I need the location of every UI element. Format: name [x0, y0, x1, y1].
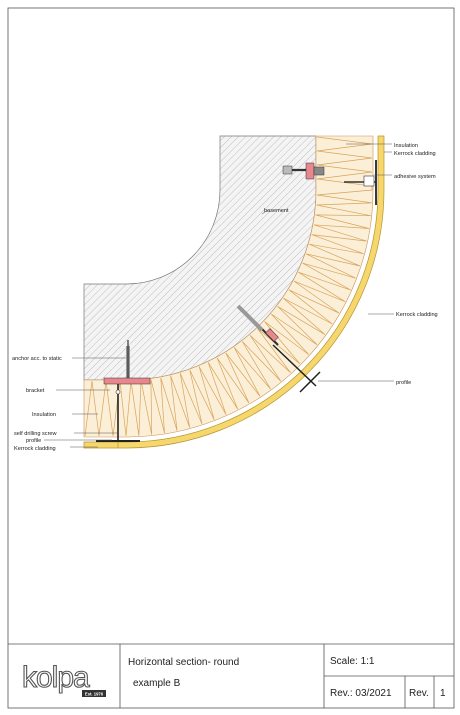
kolpa-logo: kolpa Est. 1976	[21, 660, 106, 697]
label-insulation-left: Insulation	[32, 412, 56, 418]
adhesive-fixing	[344, 160, 377, 205]
drawing-title: Horizontal section- round	[128, 657, 239, 668]
fixing-left	[96, 340, 151, 442]
kerrock-cladding	[83, 135, 385, 449]
leader-lines	[44, 143, 394, 448]
scale-text: Scale: 1:1	[330, 656, 375, 667]
label-profile-right: profile	[396, 380, 411, 386]
label-basement: basement	[264, 208, 289, 214]
label-bracket: bracket	[26, 388, 45, 394]
revision-number: 1	[440, 688, 446, 699]
logo-text: kolpa	[22, 661, 90, 694]
label-profile-left: profile	[26, 438, 41, 444]
insulation-zigzag	[84, 136, 373, 437]
label-adhesive-system: adhesive system	[394, 174, 436, 180]
label-kerrock-left: Kerrock cladding	[14, 446, 56, 452]
revision-date: Rev.: 03/2021	[330, 688, 392, 699]
fixing-top	[282, 162, 325, 180]
label-kerrock-right: Kerrock cladding	[396, 312, 438, 318]
drawing-subtitle: example B	[133, 678, 181, 689]
label-self-drilling-screw: self drilling screw	[14, 431, 58, 437]
insulation-layer	[83, 135, 374, 438]
label-insulation-top: Insulation	[394, 143, 418, 149]
logo-est: Est. 1976	[85, 692, 104, 697]
label-kerrock-top: Kerrock cladding	[394, 151, 436, 157]
title-block	[8, 643, 454, 708]
revision-label: Rev.	[409, 688, 429, 699]
fixing-diagonal	[236, 304, 321, 393]
label-anchor: anchor acc. to static	[12, 356, 62, 362]
sheet-frame	[7, 7, 455, 709]
